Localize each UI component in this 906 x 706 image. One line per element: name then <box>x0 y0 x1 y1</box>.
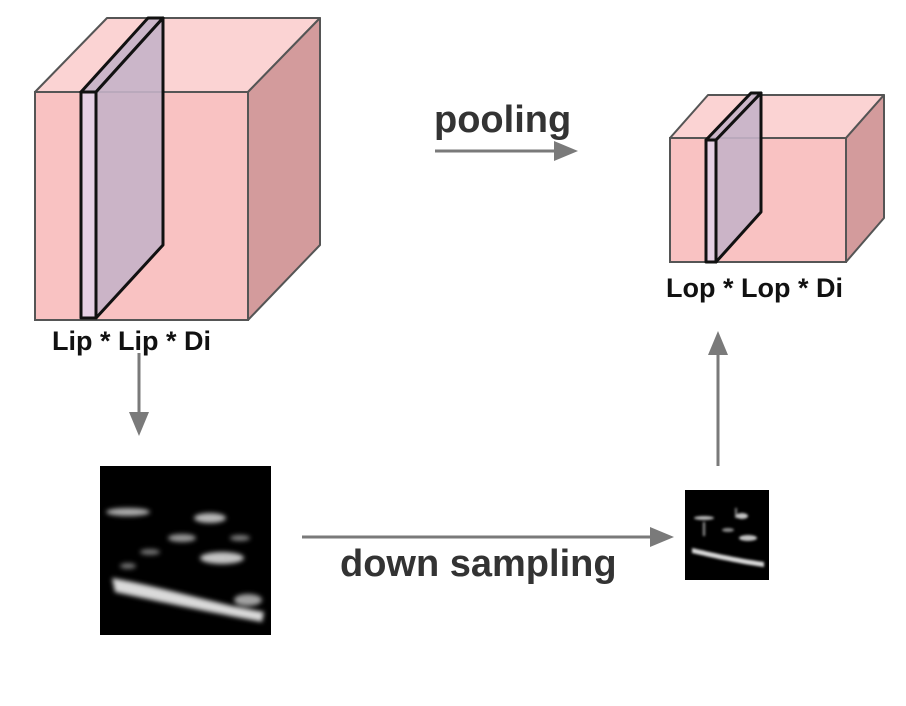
down-sampling-arrow <box>302 527 674 547</box>
up-arrow <box>708 331 728 466</box>
output-dims-label: Lop * Lop * Di <box>666 273 843 303</box>
input-volume <box>34 16 321 321</box>
output-volume <box>669 91 885 264</box>
output-feature-image <box>685 490 769 580</box>
down-arrow <box>129 353 149 436</box>
pooling-label: pooling <box>434 99 571 141</box>
input-dims-label: Lip * Lip * Di <box>52 326 211 356</box>
input-slice-front <box>79 90 98 320</box>
output-slice-front <box>704 138 718 264</box>
pooling-arrow <box>435 141 578 161</box>
down-sampling-label: down sampling <box>340 543 617 585</box>
input-feature-image <box>100 466 271 635</box>
